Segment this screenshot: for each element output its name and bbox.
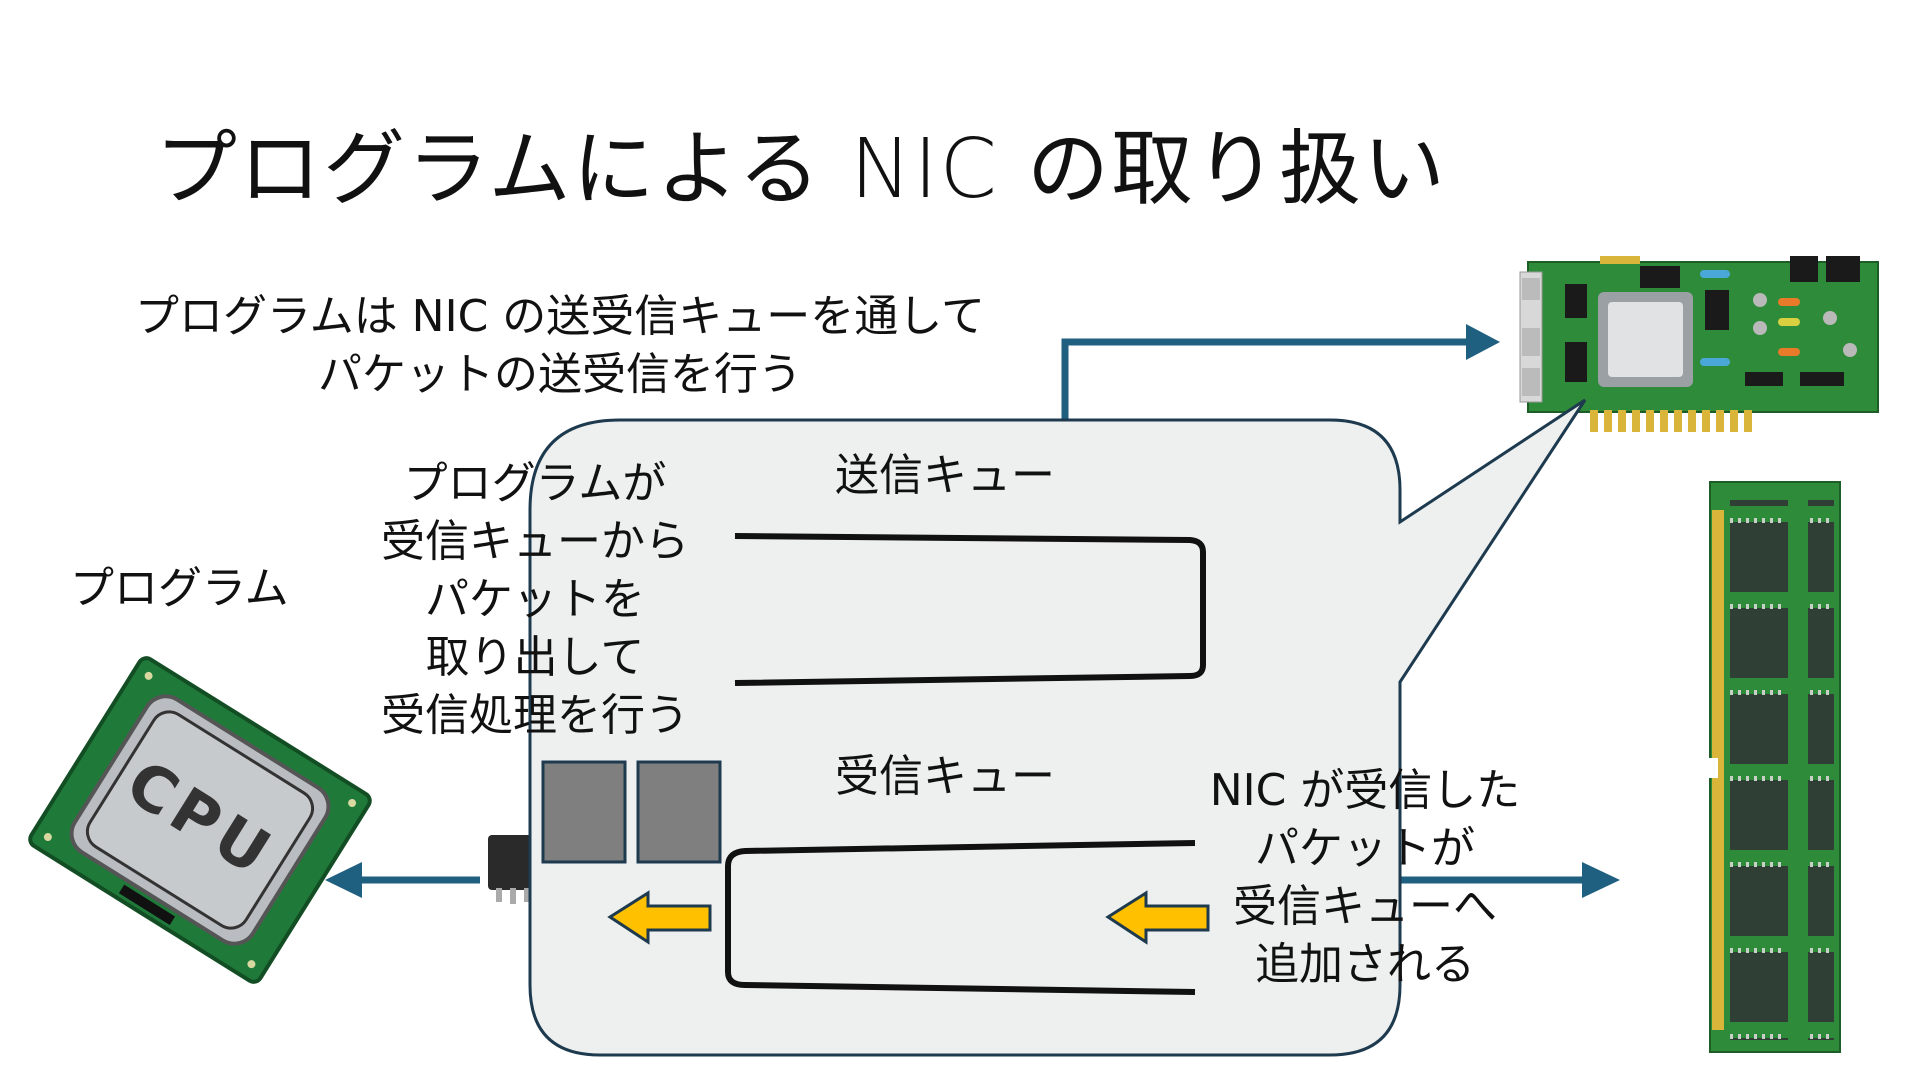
cpu-icon: CPU xyxy=(28,656,372,984)
receive-process-line-4: 取り出して xyxy=(425,632,645,683)
description: プログラムは NIC の送受信キューを通して パケットの送受信を行う xyxy=(60,288,1060,404)
program-label: プログラム xyxy=(70,563,289,614)
enqueue-arrow xyxy=(1105,890,1210,945)
nic-note-line-1: NIC が受信した xyxy=(1209,765,1521,816)
dequeue-arrow xyxy=(607,890,712,945)
receive-process-line-1: プログラムが xyxy=(403,458,667,509)
nic-note-line-2: パケットが xyxy=(1255,823,1475,874)
memory-module-icon xyxy=(1708,481,1841,1053)
nic-note-line-4: 追加される xyxy=(1255,939,1475,990)
nic-card-icon xyxy=(1519,256,1879,432)
nic-note-line-3: 受信キューへ xyxy=(1233,881,1497,932)
receive-process-line-5: 受信処理を行う xyxy=(381,690,689,741)
send-queue-shape xyxy=(734,533,1206,686)
description-line-2: パケットの送受信を行う xyxy=(318,349,802,400)
receive-queue-shape xyxy=(725,840,1196,995)
description-line-1: プログラムは NIC の送受信キューを通して xyxy=(135,291,985,342)
receive-queue-label: 受信キュー xyxy=(835,751,1055,802)
packet-block xyxy=(541,760,627,864)
packet-block xyxy=(636,760,722,864)
receive-process-note: プログラムが 受信キューから パケットを 取り出して 受信処理を行う xyxy=(340,455,730,745)
nic-detail-bubble xyxy=(528,398,1587,1057)
slide-title: プログラムによる NIC の取り扱い xyxy=(155,122,1447,217)
nic-receive-note: NIC が受信した パケットが 受信キューへ 追加される xyxy=(1170,762,1560,994)
arrow-to-memory-head xyxy=(1582,862,1620,898)
receive-process-line-3: パケットを xyxy=(425,574,645,625)
arrow-to-nic-head xyxy=(1466,324,1500,360)
arrow-to-cpu-head xyxy=(325,862,362,898)
receive-process-line-2: 受信キューから xyxy=(381,516,689,567)
send-queue-label: 送信キュー xyxy=(835,450,1055,501)
arrow-to-nic xyxy=(1061,338,1470,420)
